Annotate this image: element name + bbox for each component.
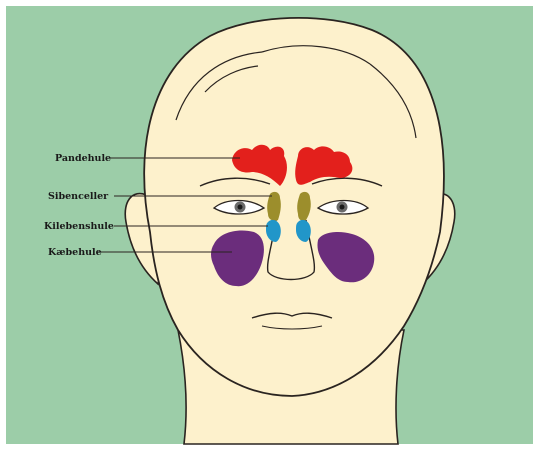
label-sphenoid-sinus: Kilebenshule bbox=[44, 221, 114, 232]
label-frontal-sinus: Pandehule bbox=[55, 153, 111, 164]
label-ethmoid-cells: Sibenceller bbox=[48, 191, 109, 202]
label-maxillary-sinus: Kæbehule bbox=[48, 247, 102, 258]
